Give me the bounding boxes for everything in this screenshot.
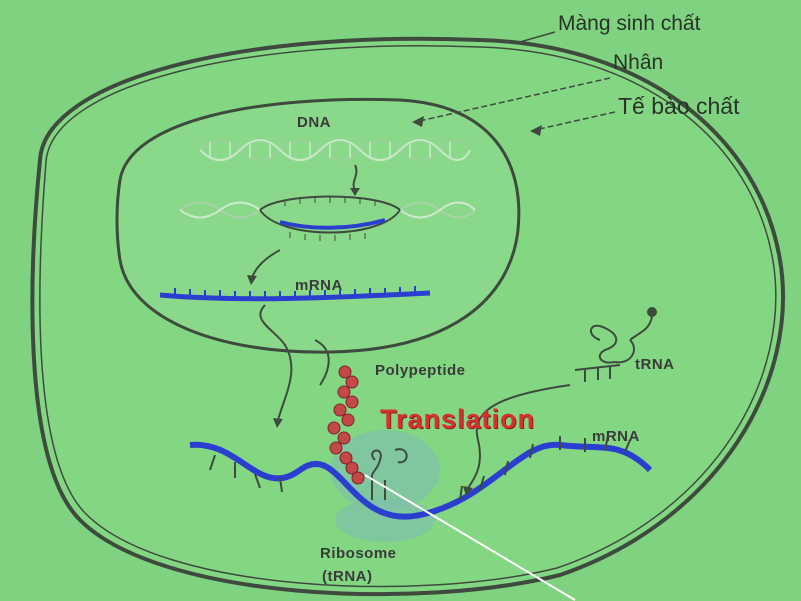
trna-free: [574, 307, 657, 382]
mrna-cytoplasm: [189, 435, 653, 520]
label-mrna-nucleus: mRNA: [295, 277, 343, 294]
pointer-stick: [364, 474, 576, 601]
label-trna: tRNA: [635, 356, 675, 373]
label-nucleus: Nhân: [613, 51, 664, 74]
ribosome-large: [330, 430, 440, 510]
label-mrna-cytoplasm: mRNA: [592, 428, 640, 445]
label-ribosome: Ribosome: [320, 545, 397, 562]
pointer-cytoplasm: [534, 111, 616, 131]
label-cytoplasm: Tế bào chất: [618, 93, 740, 119]
polypeptide-chain: [327, 365, 365, 485]
arrow-mrna-out-2: [314, 339, 330, 386]
label-translation: Translation: [380, 404, 536, 434]
label-dna: DNA: [297, 114, 331, 131]
label-membrane: Màng sinh chất: [558, 12, 701, 35]
dna-transcription: [179, 195, 476, 241]
pointer-membrane: [519, 31, 556, 43]
mrna-nucleus: [159, 286, 431, 302]
cell-membrane-inner: [39, 44, 777, 588]
ribosome-small: [335, 498, 435, 542]
dna-helix-top: [199, 139, 471, 161]
label-ribosome-sub: (tRNA): [322, 568, 373, 585]
trna-in-ribosome: [370, 448, 408, 500]
label-polypeptide: Polypeptide: [375, 362, 466, 379]
arrow-to-mrna: [251, 249, 281, 279]
arrow-mrna-out: [259, 304, 293, 421]
pointer-nucleus: [414, 77, 611, 123]
arrow-trna: [467, 384, 571, 489]
